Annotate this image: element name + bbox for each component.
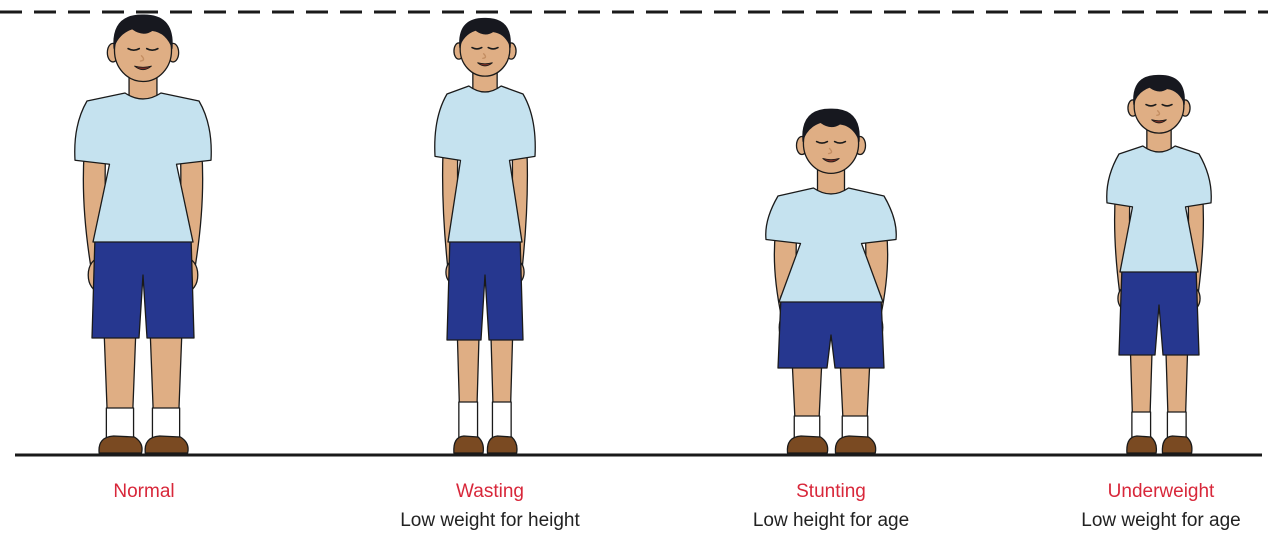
shoe <box>454 436 484 453</box>
child-label-underweight: Underweight Low weight for age <box>1011 478 1268 536</box>
child-figure-underweight <box>1107 75 1212 453</box>
status-label-stunting: Stunting <box>681 478 981 506</box>
shoe <box>1127 436 1157 453</box>
leg <box>491 330 513 406</box>
sock <box>459 402 478 441</box>
shoe <box>1162 436 1192 453</box>
shoe <box>835 436 875 453</box>
child-figure-stunting <box>766 109 897 453</box>
description-label-wasting: Low weight for height <box>340 506 640 536</box>
child-label-wasting: Wasting Low weight for height <box>340 478 640 536</box>
sock <box>492 402 511 441</box>
leg <box>104 328 136 412</box>
child-figure-wasting <box>435 18 536 453</box>
status-label-wasting: Wasting <box>340 478 640 506</box>
status-label-normal: Normal <box>0 478 294 506</box>
shorts <box>778 296 884 368</box>
shoe <box>787 436 827 453</box>
description-label-stunting: Low height for age <box>681 506 981 536</box>
shoe <box>487 436 517 453</box>
shorts <box>1119 266 1199 355</box>
child-label-stunting: Stunting Low height for age <box>681 478 981 536</box>
child-figure-normal <box>75 15 212 453</box>
shorts <box>447 236 523 340</box>
shoe <box>99 436 142 453</box>
status-label-underweight: Underweight <box>1011 478 1268 506</box>
children-figures <box>75 15 1212 453</box>
leg <box>150 328 182 412</box>
leg <box>457 330 479 406</box>
shorts <box>92 236 194 338</box>
child-label-normal: Normal <box>0 478 294 506</box>
description-label-underweight: Low weight for age <box>1011 506 1268 536</box>
shoe <box>145 436 188 453</box>
